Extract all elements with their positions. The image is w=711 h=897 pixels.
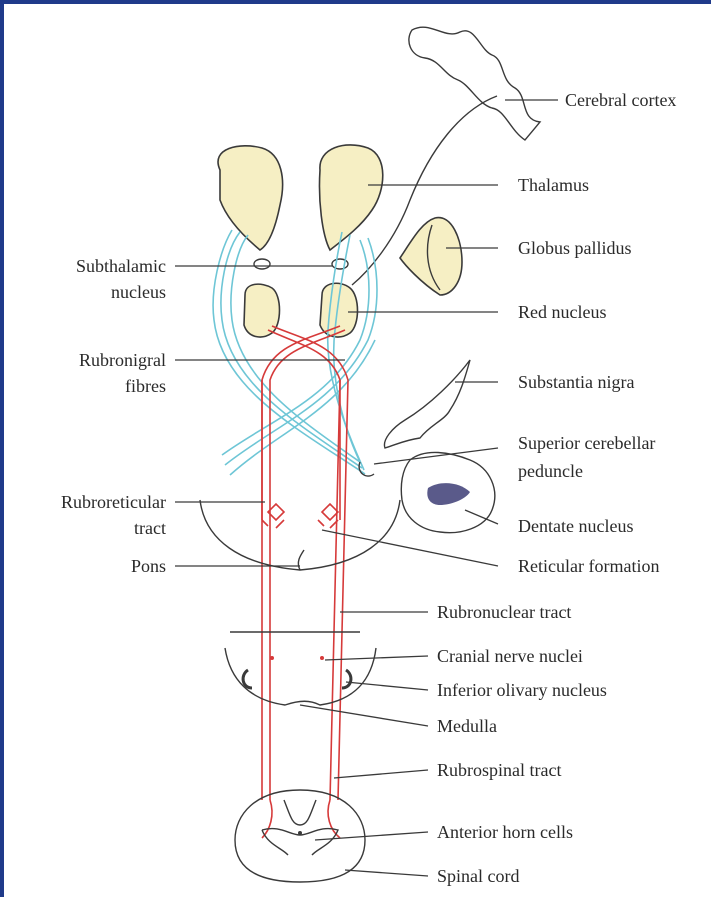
label-cerebral-cortex: Cerebral cortex: [565, 90, 676, 110]
label-substantia-nigra: Substantia nigra: [518, 372, 634, 392]
label-globus-pallidus: Globus pallidus: [518, 238, 632, 258]
medulla-shape: [225, 648, 376, 705]
label-inferior-olivary-nucleus: Inferior olivary nucleus: [437, 680, 607, 700]
label-pons: Pons: [131, 556, 166, 576]
red-nucleus-left-shape: [244, 284, 280, 337]
label-rubronuclear-tract: Rubronuclear tract: [437, 602, 571, 622]
label-rubronigral: Rubronigral: [79, 350, 166, 370]
thalamus-left-shape: [218, 146, 283, 250]
label-thalamus: Thalamus: [518, 175, 589, 195]
label-peduncle: peduncle: [518, 461, 583, 481]
reticular-formation-left: [262, 504, 284, 528]
thalamus-right-shape: [319, 145, 382, 250]
label-red-nucleus: Red nucleus: [518, 302, 606, 322]
dentate-nucleus-shape: [427, 483, 470, 505]
subthalamic-left: [254, 259, 270, 269]
label-cranial-nerve-nuclei: Cranial nerve nuclei: [437, 646, 583, 666]
label-rubronigral-fibres: fibres: [125, 376, 166, 396]
spinal-central-canal: [298, 831, 302, 835]
label-spinal-cord: Spinal cord: [437, 866, 520, 886]
pons-midline: [298, 550, 304, 570]
label-subthalamic-nucleus: nucleus: [111, 282, 166, 302]
label-anterior-horn-cells: Anterior horn cells: [437, 822, 573, 842]
cranial-nerve-nucleus-left: [270, 656, 274, 660]
label-dentate-nucleus: Dentate nucleus: [518, 516, 633, 536]
reticular-formation-right: [318, 504, 338, 528]
rubrospinal-tracts: [262, 326, 348, 838]
label-reticular-formation: Reticular formation: [518, 556, 659, 576]
label-rubroreticular: Rubroreticular: [61, 492, 166, 512]
label-rubroreticular-tract: tract: [134, 518, 166, 538]
cerebellar-fibres: [213, 230, 377, 475]
red-nucleus-right-shape: [320, 283, 358, 337]
inferior-olivary-left: [243, 670, 252, 688]
label-superior-cerebellar: Superior cerebellar: [518, 433, 655, 453]
label-rubrospinal-tract: Rubrospinal tract: [437, 760, 561, 780]
pons-shape: [200, 500, 400, 570]
spinal-grey-matter: [262, 800, 338, 855]
cranial-nerve-nucleus-right: [320, 656, 324, 660]
spinal-cord-shape: [235, 790, 365, 882]
label-subthalamic: Subthalamic: [76, 256, 166, 276]
substantia-nigra-shape: [384, 360, 470, 448]
inferior-olivary-right: [342, 670, 351, 688]
cerebral-cortex-shape: [409, 27, 540, 140]
label-medulla: Medulla: [437, 716, 497, 736]
